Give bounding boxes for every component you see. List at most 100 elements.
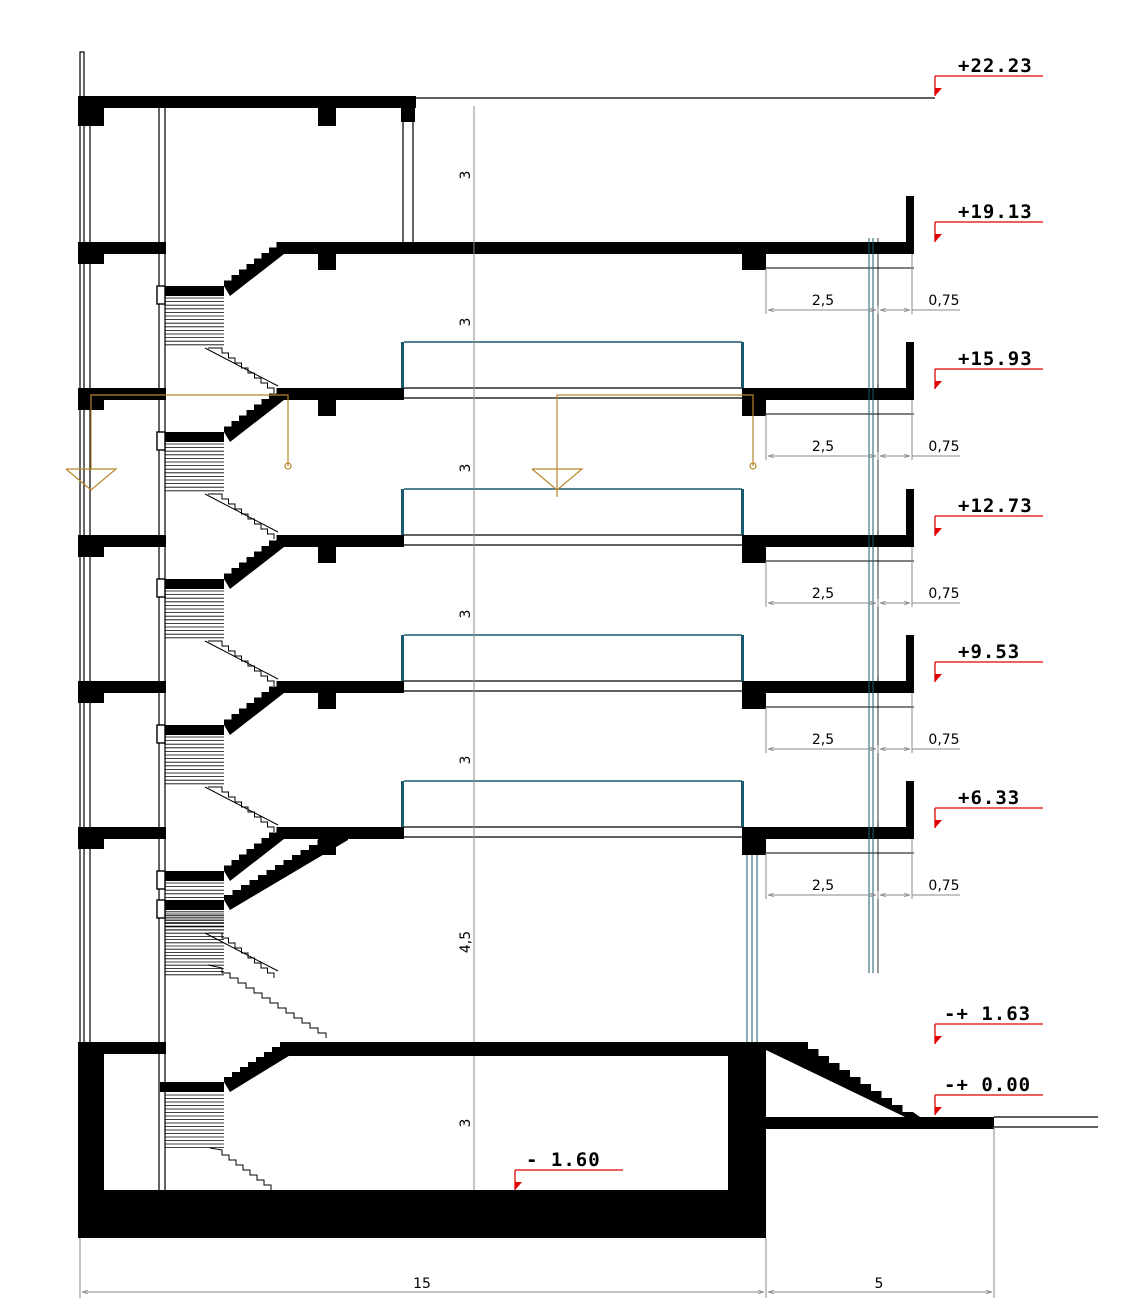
balcony-dimension-row: 2,5 0,75 <box>765 693 960 753</box>
glass-rail-post <box>401 342 404 388</box>
balcony-outer-dim: 0,75 <box>928 878 959 894</box>
stair-landing-post <box>156 899 166 919</box>
elevation-label: +9.53 <box>958 641 1020 663</box>
elevation-label: +19.13 <box>958 201 1033 223</box>
stair-flight-upper <box>224 827 284 881</box>
floor-slab <box>282 681 404 693</box>
right-slab <box>742 681 914 693</box>
top-slab-span <box>404 242 744 254</box>
balcony-parapet <box>906 342 914 400</box>
elevation-markers: +22.23+19.13+15.93+12.73+9.53+6.33-+ 1.6… <box>514 55 1043 1190</box>
storey-height-label: 3 <box>458 464 474 473</box>
stair-landing <box>160 286 224 296</box>
left-beam <box>78 827 104 849</box>
marker-arrow <box>935 528 942 536</box>
balcony-inner-dim: 2,5 <box>812 293 834 309</box>
balcony-outer-dim: 0,75 <box>928 293 959 309</box>
stair-flight-basement <box>224 1042 292 1092</box>
left-beam <box>78 242 104 264</box>
elevation-marker-roof: +22.23 <box>934 55 1043 96</box>
stair-landing <box>160 579 224 589</box>
elevation-label: +15.93 <box>958 348 1033 370</box>
elevation-label: +12.73 <box>958 495 1033 517</box>
marker-arrow <box>935 381 942 389</box>
stair-landing <box>160 725 224 735</box>
storey-height-label: 3 <box>458 318 474 327</box>
stair-stringer <box>204 640 279 680</box>
balcony-outer-dim: 0,75 <box>928 732 959 748</box>
elevation-marker-floor2: +6.33 <box>934 787 1043 828</box>
elevation-label: +6.33 <box>958 787 1020 809</box>
floor-slab <box>282 242 404 254</box>
glass-rail-post <box>401 635 404 681</box>
stair-landing <box>160 1082 224 1092</box>
stair-flight-lower <box>208 347 275 393</box>
stair-landing-post <box>156 578 166 598</box>
elevation-label: - 1.60 <box>526 1149 601 1171</box>
entrance-ramp <box>765 1042 1098 1129</box>
floor-slab <box>282 535 404 547</box>
balcony-inner-dim: 2,5 <box>812 439 834 455</box>
curtain-glazing <box>65 238 879 1042</box>
ramp-width-label: 5 <box>875 1276 884 1292</box>
marker-arrow <box>515 1182 522 1190</box>
balcony-dimension-row: 2,5 0,75 <box>765 547 960 607</box>
slab-beam <box>318 681 336 709</box>
storey-height-label: 3 <box>458 171 474 180</box>
right-beam <box>742 388 766 416</box>
glass-rail-post <box>401 781 404 827</box>
stair-flights <box>156 242 348 1190</box>
right-slab <box>742 535 914 547</box>
balcony-inner-dim: 2,5 <box>812 878 834 894</box>
storey-height-label: 3 <box>458 610 474 619</box>
right-beam <box>742 681 766 709</box>
stair-landing <box>160 871 224 881</box>
marker-arrow <box>935 674 942 682</box>
stair-stringer <box>204 786 279 826</box>
fixture-symbol <box>531 468 584 491</box>
basement-structure <box>78 1042 766 1238</box>
service-outlet <box>284 462 292 470</box>
stair-flight-lower <box>208 493 275 539</box>
elevation-marker-floor5: +15.93 <box>934 348 1043 389</box>
slab-beam <box>318 388 336 416</box>
fixture-symbol <box>65 468 118 491</box>
elevation-marker-ground: -+ 0.00 <box>934 1074 1043 1115</box>
service-pipe <box>90 394 289 470</box>
balcony-inner-dim: 2,5 <box>812 586 834 602</box>
roof-slab <box>78 96 935 242</box>
stair-stringer <box>204 347 279 387</box>
stair-flight-lower <box>208 932 275 978</box>
overall-dimensions: 15 5 <box>79 1127 995 1298</box>
floor-slab <box>282 388 404 400</box>
storey-height-label: 3 <box>458 1119 474 1128</box>
balcony-outer-dim: 0,75 <box>928 586 959 602</box>
stair-flight-upper <box>224 535 284 589</box>
floor-slabs <box>78 196 914 855</box>
stair-flight-lower <box>207 964 327 1038</box>
stair-flight-upper <box>224 681 284 735</box>
storey-height-label: 3 <box>458 756 474 765</box>
right-beam <box>742 827 766 855</box>
marker-arrow <box>935 1107 942 1115</box>
balcony-inner-dim: 2,5 <box>812 732 834 748</box>
storey-height-label: 4,5 <box>458 931 474 953</box>
service-pipe <box>556 394 754 497</box>
stair-flight-lower <box>208 786 275 832</box>
stair-landing <box>160 432 224 442</box>
glass-rail-post <box>741 342 744 388</box>
storey-height-labels: 3 3 3 3 3 4,5 3 <box>458 171 474 1128</box>
balcony-dimension-row: 2,5 0,75 <box>765 839 960 899</box>
elevation-marker-floor6: +19.13 <box>934 201 1043 242</box>
right-slab <box>742 388 914 400</box>
right-beam <box>742 535 766 563</box>
stair-stringer <box>204 493 279 533</box>
marker-arrow <box>935 820 942 828</box>
stair-landing-post <box>156 870 166 890</box>
balcony-parapet <box>906 635 914 693</box>
elevation-marker-floor3: +9.53 <box>934 641 1043 682</box>
